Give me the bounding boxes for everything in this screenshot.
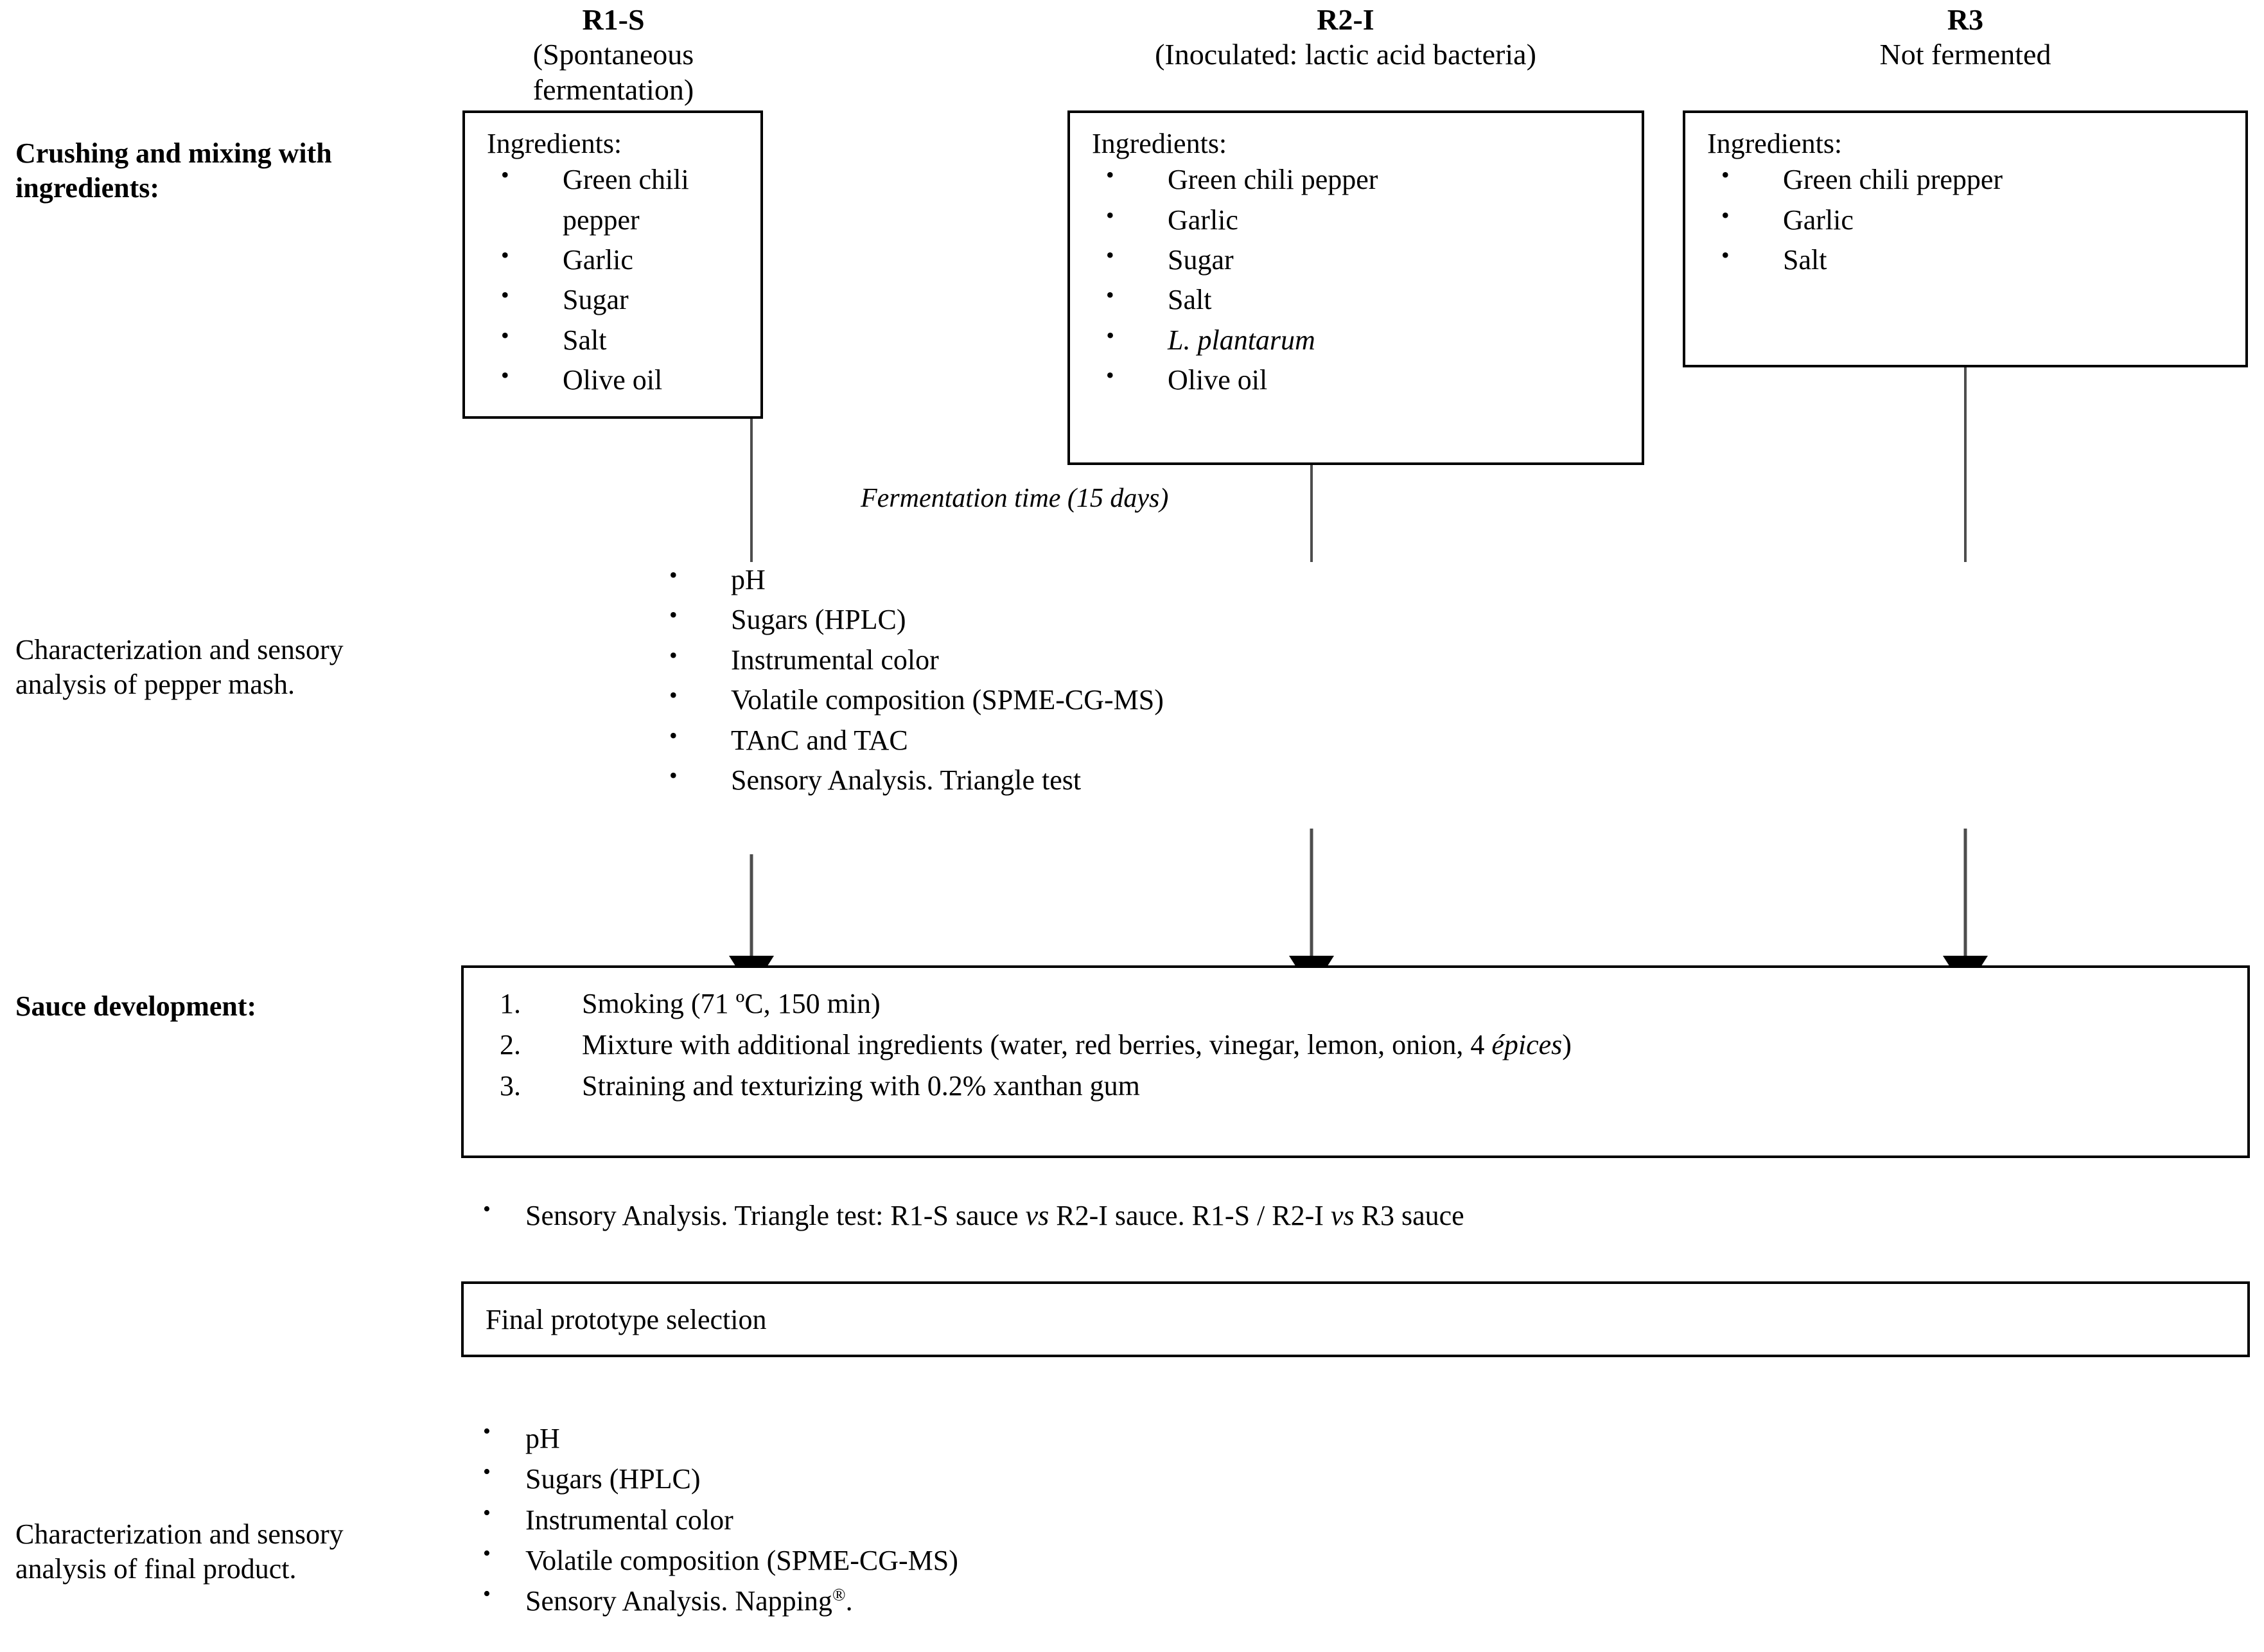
- list-item: Sugars (HPLC): [655, 599, 2132, 640]
- sauce-step-2: Mixture with additional ingredients (wat…: [486, 1024, 2247, 1066]
- final-prototype-box: Final prototype selection: [461, 1281, 2250, 1357]
- ingredients-list-r3: Green chili prepper Garlic Salt: [1707, 159, 2245, 280]
- ingredients-box-r1s: Ingredients: Green chili pepper Garlic S…: [462, 110, 763, 419]
- list-item: TAnC and TAC: [655, 719, 2132, 760]
- list-item: pH: [483, 1416, 1960, 1459]
- list-item: Volatile composition (SPME-CG-MS): [483, 1538, 1960, 1581]
- sauce-step-2-before: Mixture with additional ingredients (wat…: [582, 1028, 1492, 1060]
- ingredients-list-r1s: Green chili pepper Garlic Sugar Salt Oli…: [487, 159, 760, 401]
- stage-label-crushing-text: Crushing and mixing with ingredients:: [15, 137, 332, 204]
- ingredients-box-r3: Ingredients: Green chili prepper Garlic …: [1683, 110, 2248, 367]
- sauce-development-box: Smoking (71 ºC, 150 min) Mixture with ad…: [461, 965, 2250, 1158]
- sauce-step-3: Straining and texturizing with 0.2% xant…: [500, 1066, 1140, 1107]
- list-item: Garlic: [1092, 198, 1642, 240]
- list-item: Sugar: [1092, 239, 1642, 280]
- sauce-step-2-italic: épices: [1491, 1028, 1563, 1060]
- stage-label-characterization-final: Characterization and sensory analysis of…: [15, 1517, 426, 1586]
- stage-label-characterization-mash: Characterization and sensory analysis of…: [15, 633, 426, 701]
- column-sub-r2i: (Inoculated: lactic acid bacteria): [1155, 38, 1536, 71]
- fermentation-time-text: Fermentation time (15 days): [861, 484, 1169, 513]
- column-sub-r1s: (Spontaneous fermentation): [532, 38, 694, 106]
- list-item: Sensory Analysis. Triangle test: [655, 759, 2132, 800]
- final-analysis-list: pH Sugars (HPLC) Instrumental color Vola…: [483, 1416, 1960, 1622]
- napping-after: .: [845, 1585, 853, 1617]
- column-code-r2i: R2-I: [1317, 3, 1374, 36]
- stage-label-characterization-final-text: Characterization and sensory analysis of…: [15, 1518, 344, 1585]
- column-code-r1s: R1-S: [582, 3, 645, 36]
- column-header-r2i: R2-I (Inoculated: lactic acid bacteria): [1047, 3, 1644, 73]
- column-code-r3: R3: [1947, 3, 1984, 36]
- ingredients-list-r2i: Green chili pepper Garlic Sugar Salt L. …: [1092, 159, 1642, 401]
- stage-label-crushing: Crushing and mixing with ingredients:: [15, 136, 401, 205]
- list-item: Instrumental color: [655, 639, 2132, 680]
- stage-label-characterization-mash-text: Characterization and sensory analysis of…: [15, 634, 344, 700]
- napping-before: Sensory Analysis. Napping: [525, 1585, 832, 1617]
- ingredients-title-r2i: Ingredients:: [1092, 128, 1227, 159]
- list-item: Salt: [487, 319, 760, 360]
- list-item: Garlic: [487, 239, 760, 280]
- column-sub-r3: Not fermented: [1879, 38, 2051, 71]
- sauce-step-2-after: ): [1562, 1028, 1572, 1060]
- list-item: Sugar: [487, 279, 760, 320]
- list-item: Olive oil: [1092, 359, 1642, 400]
- sauce-step-1: Smoking (71 ºC, 150 min): [500, 983, 881, 1024]
- sensory-sauce-p2: R2-I sauce. R1-S / R2-I: [1049, 1200, 1331, 1231]
- list-item: Green chili prepper: [1707, 159, 2245, 200]
- sensory-sauce-p3: R3 sauce: [1354, 1200, 1464, 1231]
- ingredients-title-r3: Ingredients:: [1707, 128, 1843, 159]
- registered-icon: ®: [832, 1585, 846, 1604]
- list-item: Salt: [1092, 279, 1642, 320]
- sensory-sauce-comparison: Sensory Analysis. Triangle test: R1-S sa…: [483, 1194, 2264, 1236]
- list-item: Instrumental color: [483, 1498, 1960, 1540]
- list-item-napping: Sensory Analysis. Napping®.: [483, 1579, 1960, 1621]
- list-item: Sugars (HPLC): [483, 1457, 1960, 1499]
- list-item: Garlic: [1707, 198, 2245, 240]
- fermentation-time-label: Fermentation time (15 days): [861, 483, 1168, 514]
- sensory-sauce-vs-1: vs: [1025, 1200, 1049, 1231]
- list-item: Green chili pepper: [1092, 159, 1642, 200]
- stage-label-sauce-development: Sauce development:: [15, 989, 426, 1024]
- list-item-l-plantarum: L. plantarum: [1092, 319, 1642, 360]
- list-item: Olive oil: [487, 359, 760, 400]
- sensory-sauce-vs-2: vs: [1330, 1200, 1355, 1231]
- column-header-r3: R3 Not fermented: [1683, 3, 2248, 73]
- sensory-sauce-p1: Sensory Analysis. Triangle test: R1-S sa…: [525, 1200, 1026, 1231]
- ingredients-title-r1s: Ingredients:: [487, 128, 622, 159]
- list-item: Green chili pepper: [487, 159, 760, 240]
- column-header-r1s: R1-S (Spontaneous fermentation): [462, 3, 764, 107]
- sauce-steps-list: Smoking (71 ºC, 150 min) Mixture with ad…: [486, 983, 2247, 1106]
- final-prototype-text: Final prototype selection: [486, 1303, 767, 1335]
- list-item: Volatile composition (SPME-CG-MS): [655, 679, 2132, 720]
- list-item: pH: [655, 559, 2132, 600]
- mash-analysis-list: pH Sugars (HPLC) Instrumental color Vola…: [655, 559, 2132, 801]
- list-item: Salt: [1707, 239, 2245, 280]
- stage-label-sauce-development-text: Sauce development:: [15, 990, 257, 1022]
- ingredients-box-r2i: Ingredients: Green chili pepper Garlic S…: [1067, 110, 1644, 465]
